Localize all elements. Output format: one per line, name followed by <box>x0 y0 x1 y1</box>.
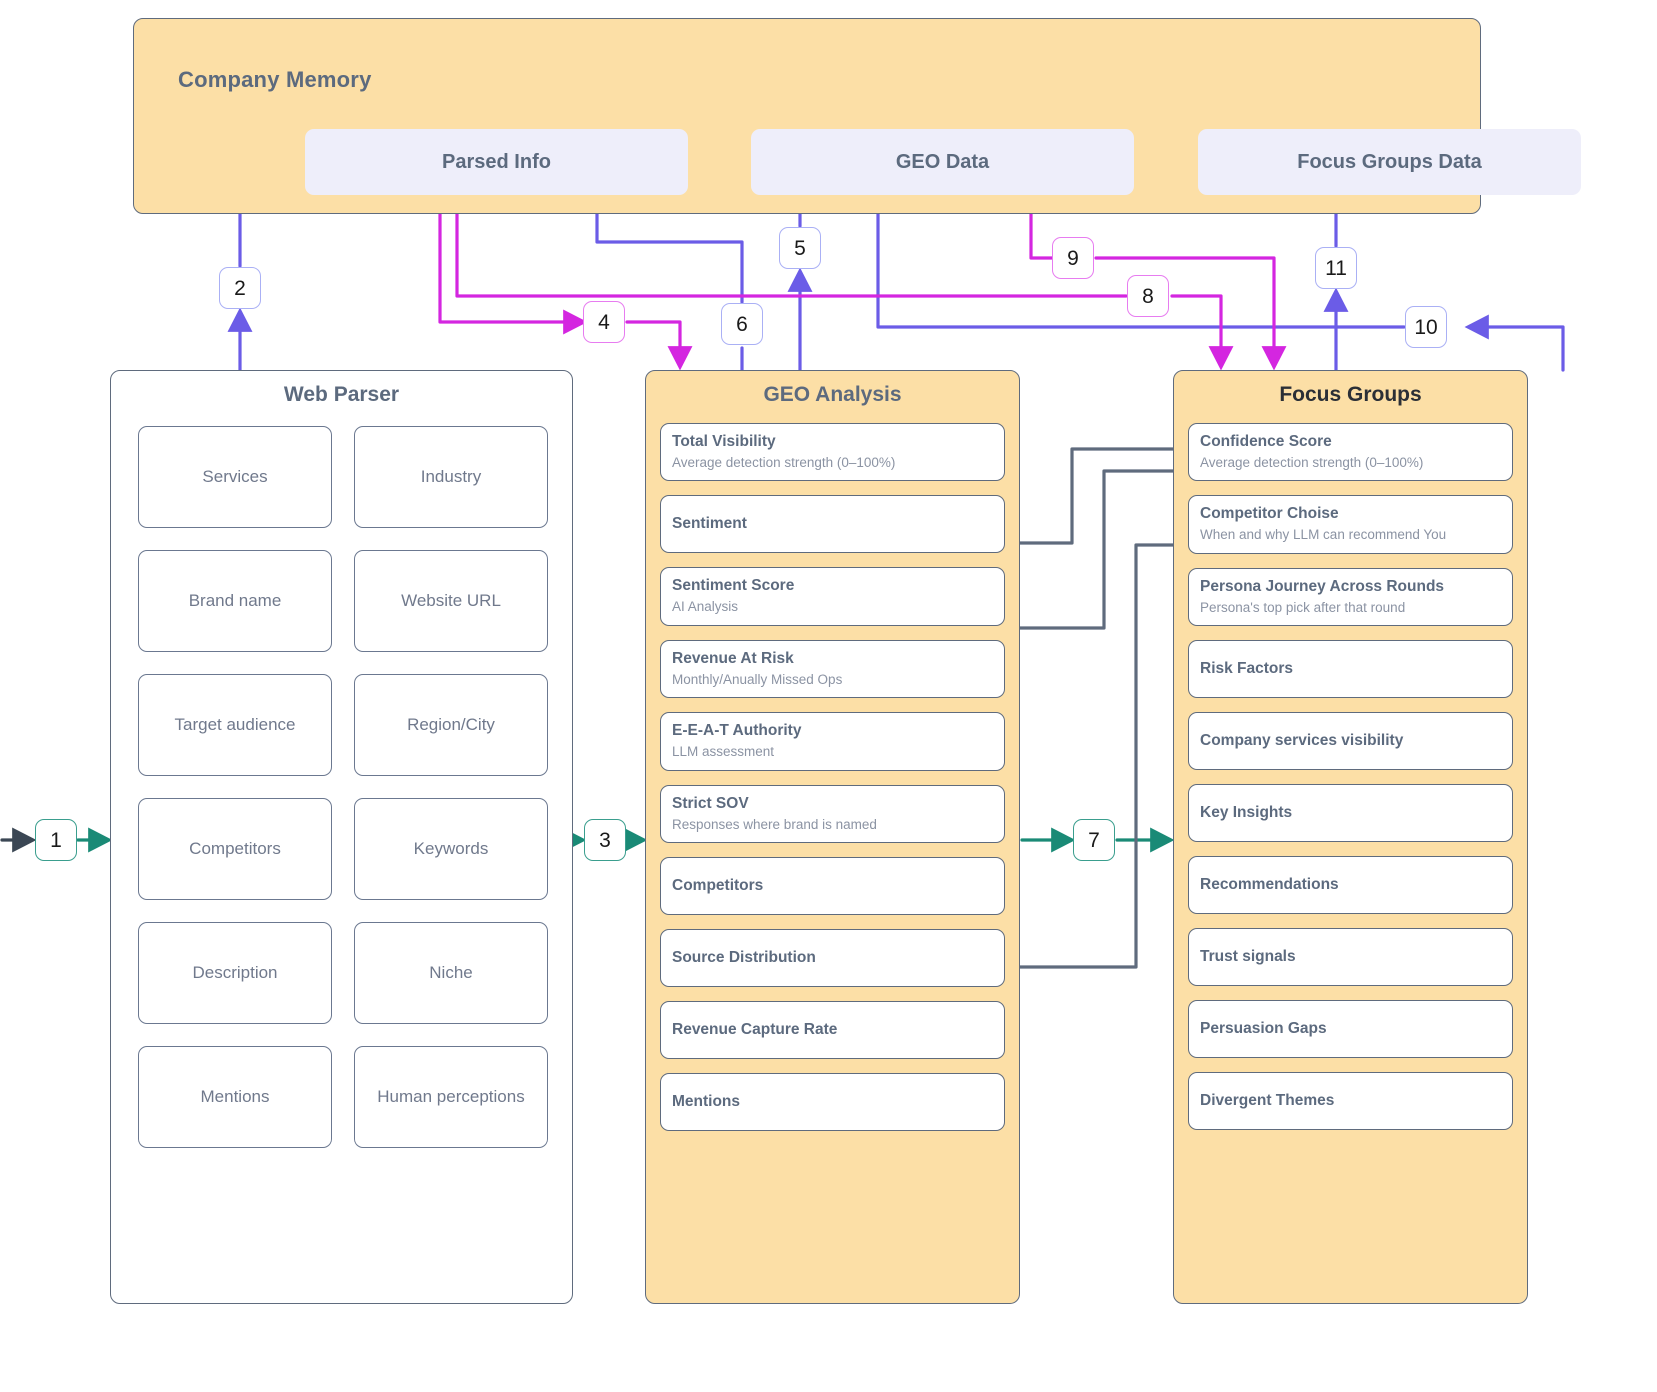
focus-card-persona-journey[interactable]: Persona Journey Across Rounds Persona's … <box>1188 567 1513 627</box>
focus-groups-panel: Focus Groups Confidence Score Average de… <box>1173 370 1528 1304</box>
edge-badge-8[interactable]: 8 <box>1127 275 1169 317</box>
web-parser-item-industry[interactable]: Industry <box>354 426 548 528</box>
edge-badge-1[interactable]: 1 <box>35 819 77 861</box>
web-parser-item-region-city[interactable]: Region/City <box>354 674 548 776</box>
card-title: Trust signals <box>1200 947 1296 965</box>
card-title: Persuasion Gaps <box>1200 1019 1327 1037</box>
card-title: Divergent Themes <box>1200 1091 1335 1109</box>
geo-card-eeat-authority[interactable]: E-E-A-T Authority LLM assessment <box>660 712 1005 771</box>
memory-box-focus-groups-data[interactable]: Focus Groups Data <box>1198 129 1581 195</box>
card-title: Source Distribution <box>672 948 816 966</box>
geo-card-revenue-at-risk[interactable]: Revenue At Risk Monthly/Anually Missed O… <box>660 639 1005 699</box>
focus-card-trust-signals[interactable]: Trust signals <box>1188 928 1513 987</box>
focus-card-key-insights[interactable]: Key Insights <box>1188 784 1513 843</box>
edge-badge-3[interactable]: 3 <box>584 819 626 861</box>
focus-card-confidence-score[interactable]: Confidence Score Average detection stren… <box>1188 423 1513 482</box>
card-subtitle: Monthly/Anually Missed Ops <box>672 671 843 687</box>
focus-groups-title: Focus Groups <box>1279 383 1422 406</box>
card-title: Risk Factors <box>1200 659 1294 677</box>
edge-badge-2[interactable]: 2 <box>219 267 261 309</box>
geo-card-mentions[interactable]: Mentions <box>660 1073 1005 1132</box>
company-memory-title: Company Memory <box>178 67 372 92</box>
web-parser-item-description[interactable]: Description <box>138 922 332 1024</box>
edge-4-out <box>625 320 693 371</box>
focus-card-recommendations[interactable]: Recommendations <box>1188 856 1513 915</box>
geo-card-revenue-capture-rate[interactable]: Revenue Capture Rate <box>660 1001 1005 1060</box>
card-subtitle: Persona's top pick after that round <box>1200 599 1406 615</box>
geo-card-source-distribution[interactable]: Source Distribution <box>660 929 1005 988</box>
memory-box-parsed-info[interactable]: Parsed Info <box>305 129 688 195</box>
edge-badge-4[interactable]: 4 <box>583 301 625 343</box>
web-parser-item-niche[interactable]: Niche <box>354 922 548 1024</box>
card-title: Competitors <box>672 876 764 894</box>
geo-card-total-visibility[interactable]: Total Visibility Average detection stren… <box>660 423 1005 482</box>
card-title: Revenue Capture Rate <box>672 1020 838 1038</box>
edge-competitor-choise-to-competitors <box>991 543 1198 980</box>
edge-9-out <box>1094 256 1287 371</box>
card-title: Persona Journey Across Rounds <box>1200 577 1445 595</box>
edge-8-out <box>1170 294 1234 371</box>
geo-analysis-title: GEO Analysis <box>763 383 902 406</box>
web-parser-item-target-audience[interactable]: Target audience <box>138 674 332 776</box>
edge-badge-7[interactable]: 7 <box>1073 819 1115 861</box>
card-title: Mentions <box>672 1092 741 1110</box>
card-title: Competitor Choise <box>1200 505 1339 523</box>
card-title: Strict SOV <box>672 794 749 812</box>
card-subtitle: Responses where brand is named <box>672 816 877 832</box>
card-title: Sentiment <box>672 515 747 532</box>
memory-box-geo-data[interactable]: GEO Data <box>751 129 1134 195</box>
web-parser-item-services[interactable]: Services <box>138 426 332 528</box>
web-parser-title: Web Parser <box>283 383 400 406</box>
card-subtitle: AI Analysis <box>672 599 739 615</box>
web-parser-item-competitors[interactable]: Competitors <box>138 798 332 900</box>
focus-card-divergent-themes[interactable]: Divergent Themes <box>1188 1072 1513 1131</box>
web-parser-item-brand-name[interactable]: Brand name <box>138 550 332 652</box>
web-parser-grid: Services Industry Brand name Website URL… <box>138 426 548 1148</box>
edge-badge-5[interactable]: 5 <box>779 227 821 269</box>
edge-confidence-to-sentiment <box>991 447 1198 556</box>
web-parser-item-keywords[interactable]: Keywords <box>354 798 548 900</box>
geo-card-sentiment-score[interactable]: Sentiment Score AI Analysis <box>660 567 1005 626</box>
card-title: Revenue At Risk <box>672 649 794 667</box>
card-subtitle: Average detection strength (0–100%) <box>1200 454 1424 470</box>
card-title: Company services visibility <box>1200 731 1404 749</box>
edge-badge-9[interactable]: 9 <box>1052 237 1094 279</box>
card-title: Recommendations <box>1200 875 1339 893</box>
edge-badge-11[interactable]: 11 <box>1315 247 1357 289</box>
web-parser-item-website-url[interactable]: Website URL <box>354 550 548 652</box>
geo-card-competitors[interactable]: Competitors <box>660 857 1005 916</box>
web-parser-item-human-perceptions[interactable]: Human perceptions <box>354 1046 548 1148</box>
card-title: Confidence Score <box>1200 433 1332 450</box>
edge-badge-10[interactable]: 10 <box>1405 306 1447 348</box>
card-title: Total Visibility <box>672 433 776 450</box>
edge-badge-6[interactable]: 6 <box>721 303 763 345</box>
geo-analysis-panel: GEO Analysis Total Visibility Average de… <box>645 370 1020 1304</box>
focus-card-risk-factors[interactable]: Risk Factors <box>1188 640 1513 699</box>
card-title: Sentiment Score <box>672 577 795 595</box>
card-title: E-E-A-T Authority <box>672 722 802 740</box>
geo-card-strict-sov[interactable]: Strict SOV Responses where brand is name… <box>660 784 1005 844</box>
card-subtitle: Average detection strength (0–100%) <box>672 454 896 470</box>
focus-groups-card-list: Confidence Score Average detection stren… <box>1188 423 1513 1144</box>
focus-card-persuasion-gaps[interactable]: Persuasion Gaps <box>1188 1000 1513 1059</box>
focus-card-competitor-choise[interactable]: Competitor Choise When and why LLM can r… <box>1188 495 1513 554</box>
edge-confidence-to-sentiment-score <box>991 469 1198 641</box>
edge-10-in <box>1464 314 1565 372</box>
geo-card-sentiment[interactable]: Sentiment <box>660 495 1005 554</box>
web-parser-item-mentions[interactable]: Mentions <box>138 1046 332 1148</box>
focus-card-company-services-visibility[interactable]: Company services visibility <box>1188 712 1513 771</box>
web-parser-panel: Web Parser Services Industry Brand name … <box>110 370 573 1304</box>
card-subtitle: LLM assessment <box>672 744 775 760</box>
geo-analysis-card-list: Total Visibility Average detection stren… <box>660 423 1005 1145</box>
card-title: Key Insights <box>1200 803 1293 821</box>
company-memory-panel: Company Memory Parsed Info GEO Data Focu… <box>133 18 1581 214</box>
card-subtitle: When and why LLM can recommend You <box>1200 527 1447 543</box>
